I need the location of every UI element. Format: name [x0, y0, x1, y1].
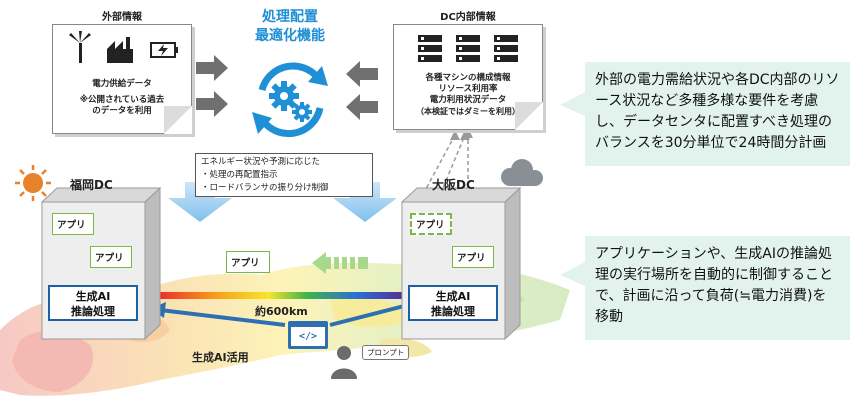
osaka-dc-label: 大阪DC — [432, 178, 475, 192]
dc-info-line2: リソース利用率 — [438, 84, 498, 94]
windmill-icon — [69, 31, 91, 63]
cloud-icon — [501, 159, 543, 186]
control-line3: ・ロードバランサの振り分け制御 — [201, 183, 329, 193]
osaka-app-1: アプリ — [410, 213, 452, 235]
distance-label: 約600km — [255, 305, 308, 318]
fukuoka-genai-inference: 生成AI 推論処理 — [48, 285, 138, 321]
power-spectrum-line — [155, 292, 407, 299]
dc-internal-note: 各種マシンの構成情報 リソース利用率 電力利用状況データ （本検証ではダミーを利… — [393, 24, 543, 130]
power-supply-label: 電力供給データ — [92, 79, 152, 89]
control-instructions-box: エネルギー状況や予測に応じた ・処理の再配置指示 ・ロードバランサの振り分け制御 — [195, 153, 373, 197]
code-window-icon: </> — [288, 321, 328, 349]
code-icon: </> — [291, 327, 325, 346]
dc-info-line4: （本検証ではダミーを利用） — [416, 107, 520, 116]
dc-internal-title: DC内部情報 — [440, 12, 496, 23]
genai-use-label: 生成AI活用 — [192, 351, 249, 364]
fukuoka-app-1: アプリ — [52, 213, 94, 235]
prompt-bubble: プロンプト — [362, 345, 410, 360]
fukuoka-app-2: アプリ — [90, 246, 132, 268]
sun-icon — [15, 165, 51, 201]
gray-arrow-1 — [196, 55, 228, 81]
gray-arrow-3 — [346, 61, 378, 87]
server-icons — [418, 35, 518, 62]
down-arrow-right — [333, 182, 397, 222]
optimization-cycle-icon — [252, 62, 328, 138]
fukuoka-dc-label: 福岡DC — [70, 178, 113, 192]
osaka-app-2: アプリ — [452, 246, 494, 268]
external-info-note: 電力供給データ ※公開されている過去 のデータを利用 — [52, 24, 192, 134]
gear-icon — [269, 81, 299, 111]
callout-load-shift: アプリケーションや、生成AIの推論処理の実行場所を自動的に制御することで、計画に… — [585, 236, 850, 340]
move-app-arrow — [312, 252, 368, 274]
power-source-icons — [69, 31, 178, 63]
battery-icon — [150, 42, 178, 58]
factory-icon — [107, 37, 133, 63]
gray-arrow-2 — [196, 91, 228, 117]
gear-small-icon — [292, 102, 312, 122]
arrow-to-fukuoka — [159, 308, 286, 327]
osaka-genai-inference: 生成AI 推論処理 — [408, 285, 498, 321]
dc-info-line3: 電力利用状況データ — [429, 95, 507, 105]
gray-arrow-4 — [346, 94, 378, 120]
dc-info-line1: 各種マシンの構成情報 — [425, 73, 511, 83]
control-line2: ・処理の再配置指示 — [201, 170, 278, 180]
control-line1: エネルギー状況や予測に応じた — [201, 157, 321, 167]
function-title-line1: 処理配置 — [262, 9, 318, 25]
down-arrow-left — [168, 182, 232, 222]
external-info-footnote: ※公開されている過去 のデータを利用 — [79, 95, 165, 116]
external-info-title: 外部情報 — [102, 12, 142, 23]
arrow-to-osaka — [329, 303, 409, 327]
function-title-line2: 最適化機能 — [255, 28, 325, 44]
user-icon — [331, 346, 357, 379]
callout-planning: 外部の電力需給状況や各DC内部のリソース状況など多種多様な要件を考慮し、データセ… — [585, 62, 850, 166]
moving-app: アプリ — [226, 251, 270, 273]
